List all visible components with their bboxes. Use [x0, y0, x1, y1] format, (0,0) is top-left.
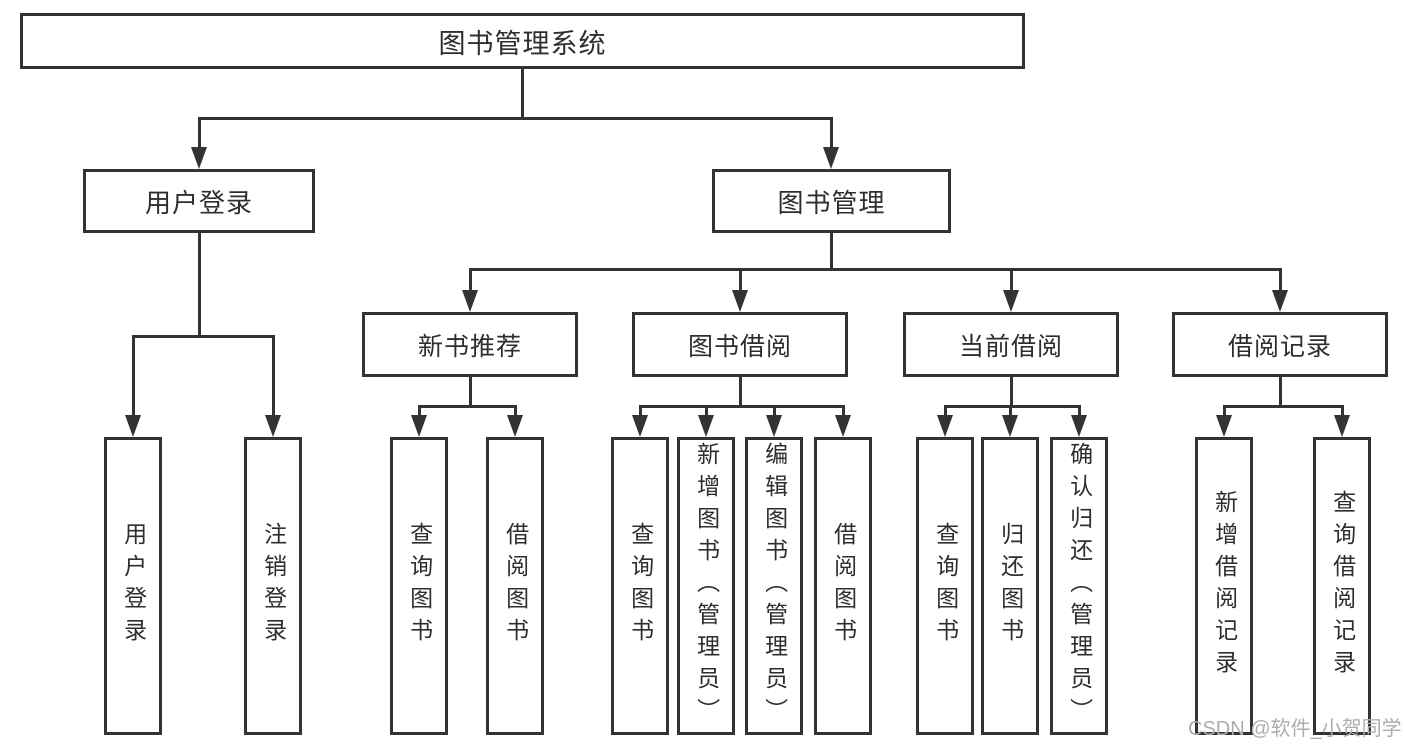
leaf-borrow-books-borrowing: 借阅图书	[814, 437, 872, 735]
leaf-edit-book-admin: 编辑图书（管理员）	[745, 437, 803, 735]
connector-line	[738, 376, 742, 408]
node-label: 用户登录	[144, 187, 253, 218]
arrow-head	[1216, 415, 1232, 437]
node-label: 查询图书	[932, 522, 959, 650]
leaf-return-books: 归还图书	[981, 437, 1039, 735]
connector-line	[417, 406, 421, 417]
node-user-login: 用户登录	[83, 169, 315, 233]
node-label: 借阅图书	[830, 522, 857, 650]
connector-line	[513, 406, 517, 417]
arrow-head	[823, 147, 839, 169]
connector-line	[1009, 269, 1013, 292]
connector-line	[271, 336, 275, 417]
arrow-head	[632, 415, 648, 437]
arrow-head	[191, 147, 207, 169]
arrow-head	[265, 415, 281, 437]
node-label: 新书推荐	[417, 332, 522, 361]
connector-line	[1222, 404, 1344, 408]
node-current-borrowing: 当前借阅	[903, 312, 1119, 377]
arrow-head	[937, 415, 953, 437]
connector-line	[1008, 406, 1012, 417]
connector-line	[638, 404, 845, 408]
arrow-head	[125, 415, 141, 437]
node-label: 新增借阅记录	[1211, 490, 1238, 682]
node-book-management: 图书管理	[712, 169, 951, 233]
leaf-query-books-recommend: 查询图书	[390, 437, 448, 735]
connector-line	[638, 406, 642, 417]
node-label: 查询图书	[406, 522, 433, 650]
arrow-head	[411, 415, 427, 437]
arrow-head	[1002, 415, 1018, 437]
node-label: 图书管理系统	[438, 28, 607, 59]
arrow-head	[1334, 415, 1350, 437]
connector-line	[841, 406, 845, 417]
node-label: 确认归还（管理员）	[1066, 442, 1093, 730]
connector-line	[1009, 376, 1013, 408]
node-book-borrowing: 图书借阅	[632, 312, 848, 377]
connector-line	[1340, 406, 1344, 417]
connector-line	[468, 269, 472, 292]
connector-line	[943, 406, 947, 417]
connector-line	[197, 116, 833, 120]
arrow-head	[462, 290, 478, 312]
arrow-head	[835, 415, 851, 437]
connector-line	[197, 118, 201, 149]
leaf-confirm-return-admin: 确认归还（管理员）	[1050, 437, 1108, 735]
node-label: 查询借阅记录	[1329, 490, 1356, 682]
node-label: 新增图书（管理员）	[693, 442, 720, 730]
node-new-book-recommendation: 新书推荐	[362, 312, 578, 377]
connector-line	[468, 376, 472, 408]
node-label: 当前借阅	[958, 332, 1063, 361]
node-label: 图书借阅	[687, 332, 792, 361]
connector-line	[1222, 406, 1226, 417]
connector-line	[704, 406, 708, 417]
node-library-management-system: 图书管理系统	[20, 13, 1025, 69]
node-label: 用户登录	[120, 522, 147, 650]
node-label: 图书管理	[777, 187, 886, 218]
connector-line	[417, 404, 517, 408]
leaf-query-books-current: 查询图书	[916, 437, 974, 735]
leaf-add-borrow-record: 新增借阅记录	[1195, 437, 1253, 735]
arrow-head	[1071, 415, 1087, 437]
arrow-head	[1003, 290, 1019, 312]
connector-line	[1077, 406, 1081, 417]
connector-line	[520, 69, 524, 120]
connector-line	[829, 231, 833, 271]
arrow-head	[698, 415, 714, 437]
connector-line	[943, 404, 1081, 408]
node-borrowing-records: 借阅记录	[1172, 312, 1388, 377]
node-label: 编辑图书（管理员）	[761, 442, 788, 730]
leaf-logout: 注销登录	[244, 437, 302, 735]
connector-line	[829, 118, 833, 149]
arrow-head	[1272, 290, 1288, 312]
node-label: 注销登录	[260, 522, 287, 650]
connector-line	[131, 334, 275, 338]
leaf-query-borrow-record: 查询借阅记录	[1313, 437, 1371, 735]
leaf-user-login: 用户登录	[104, 437, 162, 735]
leaf-add-book-admin: 新增图书（管理员）	[677, 437, 735, 735]
connector-line	[468, 267, 1282, 271]
node-label: 查询图书	[627, 522, 654, 650]
connector-line	[131, 336, 135, 417]
arrow-head	[766, 415, 782, 437]
node-label: 归还图书	[997, 522, 1024, 650]
connector-line	[772, 406, 776, 417]
connector-line	[197, 231, 201, 338]
leaf-borrow-books-recommend: 借阅图书	[486, 437, 544, 735]
leaf-query-books-borrowing: 查询图书	[611, 437, 669, 735]
connector-line	[1278, 269, 1282, 292]
connector-line	[738, 269, 742, 292]
connector-line	[1278, 376, 1282, 408]
arrow-head	[732, 290, 748, 312]
arrow-head	[507, 415, 523, 437]
node-label: 借阅图书	[502, 522, 529, 650]
node-label: 借阅记录	[1227, 332, 1332, 361]
